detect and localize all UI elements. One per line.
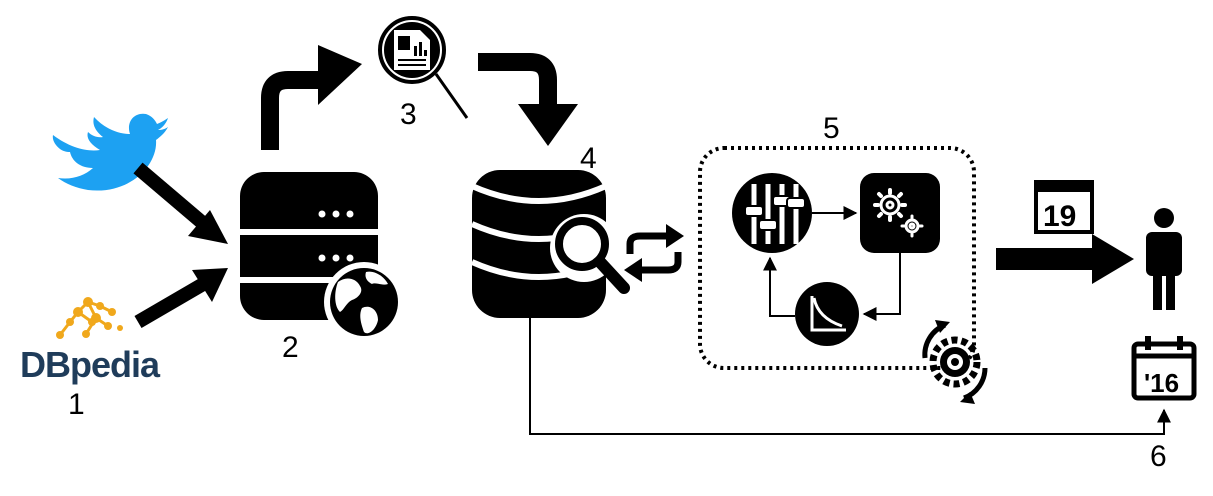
arrow-twitter-to-db bbox=[133, 162, 228, 244]
arrow-db-to-document bbox=[261, 45, 362, 150]
arrow-document-to-db bbox=[478, 53, 578, 146]
calendar-16-icon: '16 bbox=[1131, 336, 1197, 401]
process-flow-arrows bbox=[763, 206, 901, 321]
arrow-dbpedia-to-db bbox=[134, 268, 228, 329]
database-search-icon bbox=[470, 170, 630, 318]
step-1-label: 1 bbox=[68, 388, 85, 421]
step-6-label: 6 bbox=[1150, 440, 1167, 473]
person-icon bbox=[1146, 208, 1182, 310]
arrow-to-user bbox=[996, 234, 1134, 284]
step-4-label: 4 bbox=[580, 142, 597, 175]
database-globe-icon bbox=[240, 172, 404, 342]
sync-arrows-icon bbox=[624, 224, 684, 282]
curve-chart-icon bbox=[795, 282, 859, 346]
process-box bbox=[698, 146, 976, 370]
step-2-label: 2 bbox=[282, 331, 299, 364]
step-5-label: 5 bbox=[823, 112, 840, 145]
calendar-19-icon: 19 bbox=[1034, 180, 1094, 234]
dbpedia-logo-text: DBpedia bbox=[20, 344, 161, 385]
calendar-year-text: '16 bbox=[1144, 368, 1179, 398]
arrow-db-to-calendar bbox=[529, 318, 1171, 435]
step-3-label: 3 bbox=[400, 98, 417, 131]
calendar-day-text: 19 bbox=[1043, 200, 1076, 233]
gear-cycle-icon bbox=[922, 320, 988, 404]
sliders-icon bbox=[732, 173, 812, 253]
dbpedia-logo: DBpedia bbox=[20, 297, 162, 385]
document-search-icon bbox=[378, 16, 469, 119]
gears-icon bbox=[860, 173, 940, 253]
